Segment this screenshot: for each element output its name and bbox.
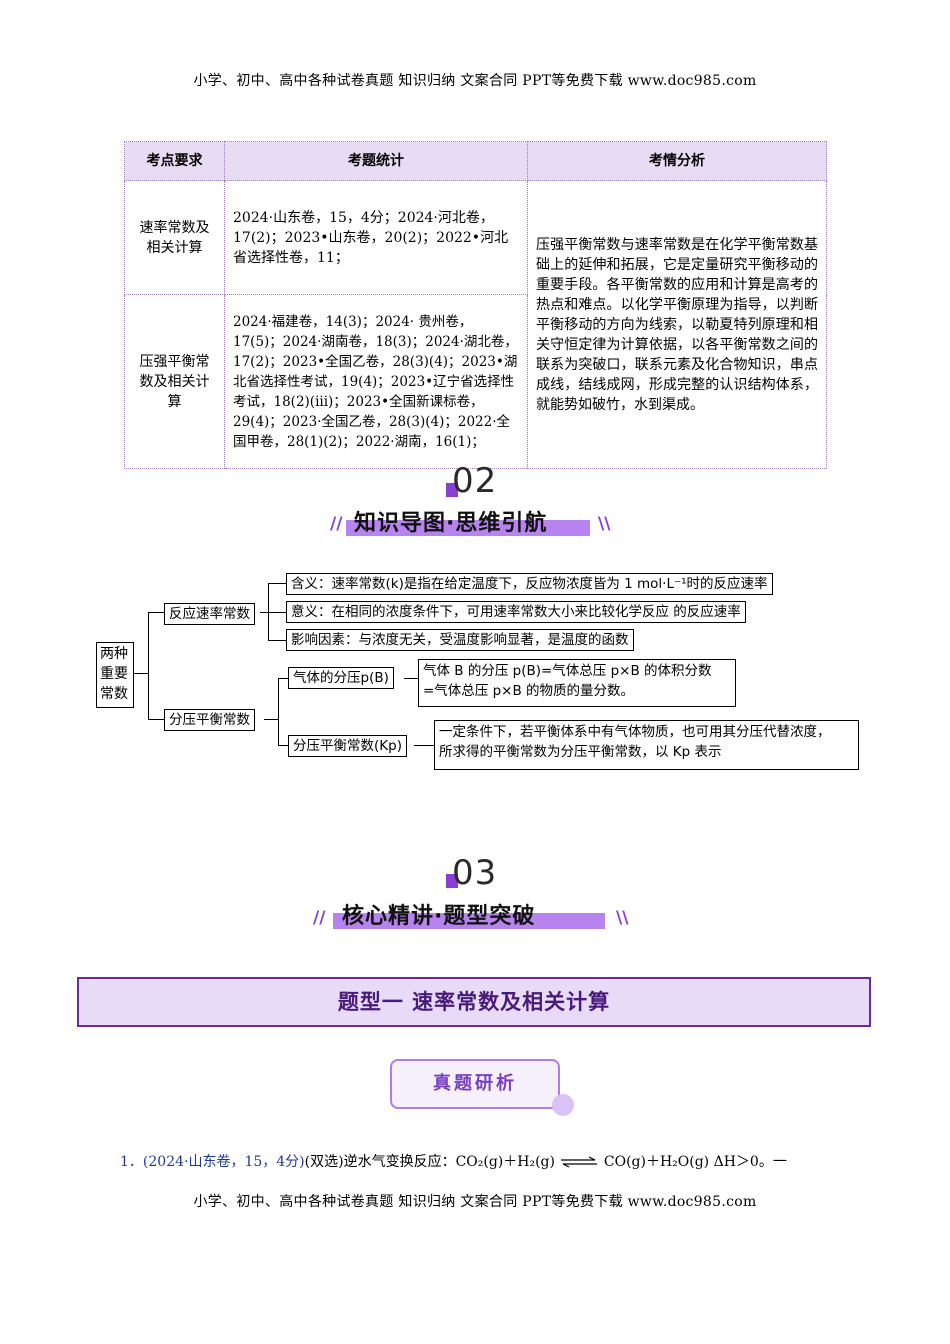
question-source: (2024·山东卷，15，4分)	[142, 1154, 305, 1170]
question-1: 1．(2024·山东卷，15，4分)(双选)逆水气变换反应：CO₂(g)＋H₂(…	[120, 1151, 787, 1171]
question-text-continued: CO(g)＋H₂O(g) ΔH＞0。一	[599, 1154, 787, 1170]
mindmap-item-factors: 影响因素：与浓度无关，受温度影响显著，是温度的函数	[286, 629, 634, 651]
connector	[268, 640, 286, 641]
connector	[414, 745, 434, 746]
connector	[278, 745, 288, 746]
connector	[268, 583, 286, 584]
mindmap-branch-partial-pressure-constant: 分压平衡常数	[164, 709, 255, 731]
table-header: 考情分析	[527, 141, 827, 181]
topic-cell: 压强平衡常数及相关计算	[124, 294, 225, 469]
mindmap-partial-pressure-desc: 气体 B 的分压 p(B)=气体总压 p×B 的体积分数 =气体总压 p×B 的…	[418, 659, 736, 707]
mindmap-kp-desc: 一定条件下，若平衡体系中有气体物质，也可用其分压代替浓度， 所求得的平衡常数为分…	[434, 720, 859, 770]
stats-cell: 2024·福建卷，14(3)；2024· 贵州卷，17(5)；2024·湖南卷，…	[224, 294, 528, 469]
mindmap-root: 两种重要常数	[96, 642, 134, 708]
desc-line: 一定条件下，若平衡体系中有气体物质，也可用其分压代替浓度，	[439, 724, 831, 740]
mindmap-item-kp: 分压平衡常数(Kp)	[288, 735, 407, 757]
mindmap-branch-rate-constant: 反应速率常数	[164, 603, 255, 625]
connector	[268, 612, 286, 613]
table-header-row: 考点要求 考题统计 考情分析	[124, 141, 827, 181]
connector	[148, 612, 149, 720]
connector	[134, 673, 148, 674]
connector	[264, 719, 278, 720]
section-number-accent	[446, 874, 458, 888]
mindmap-item-meaning: 含义：速率常数(k)是指在给定温度下，反应物浓度皆为 1 mol·L⁻¹时的反应…	[286, 573, 773, 595]
badge-decoration-circle	[552, 1094, 574, 1116]
desc-line: 气体 B 的分压 p(B)=气体总压 p×B 的体积分数	[423, 663, 712, 679]
question-type-banner: 题型一 速率常数及相关计算	[77, 977, 871, 1027]
page-header: 小学、初中、高中各种试卷真题 知识归纳 文案合同 PPT等免费下载 www.do…	[193, 73, 757, 89]
table-row: 速率常数及相关计算 2024·山东卷，15，4分；2024·河北卷，17(2)；…	[124, 180, 827, 469]
stats-cell: 2024·山东卷，15，4分；2024·河北卷，17(2)；2023•山东卷，2…	[224, 180, 528, 295]
equilibrium-arrow-icon	[561, 1156, 598, 1168]
slash-decoration: //	[330, 514, 343, 534]
connector	[148, 719, 164, 720]
slash-decoration: \\	[616, 908, 629, 928]
page-footer: 小学、初中、高中各种试卷真题 知识归纳 文案合同 PPT等免费下载 www.do…	[193, 1194, 757, 1210]
connector	[260, 612, 268, 613]
section-number: 02	[452, 461, 498, 501]
slash-decoration: //	[313, 908, 326, 928]
question-text: (双选)逆水气变换反应：CO₂(g)＋H₂(g)	[304, 1154, 560, 1170]
table-header: 考点要求	[124, 141, 225, 181]
exam-analysis-badge: 真题研析	[390, 1059, 560, 1109]
connector	[148, 612, 164, 613]
section-number-accent	[446, 483, 458, 497]
connector	[404, 678, 418, 679]
analysis-cell: 压强平衡常数与速率常数是在化学平衡常数基础上的延伸和拓展，它是定量研究平衡移动的…	[527, 180, 827, 469]
table-header: 考题统计	[224, 141, 528, 181]
desc-line: 所求得的平衡常数为分压平衡常数，以 Kp 表示	[439, 744, 722, 760]
topic-cell: 速率常数及相关计算	[124, 180, 225, 295]
exam-analysis-table: 考点要求 考题统计 考情分析 速率常数及相关计算 2024·山东卷，15，4分；…	[124, 141, 827, 469]
section-title-bar	[333, 913, 605, 929]
connector	[278, 678, 279, 746]
section-title-bar	[346, 520, 590, 536]
desc-line: =气体总压 p×B 的物质的量分数。	[423, 683, 635, 699]
section-number: 03	[452, 853, 498, 893]
section-title: 核心精讲·题型突破	[342, 904, 536, 929]
slash-decoration: \\	[598, 514, 611, 534]
table-row: 压强平衡常数及相关计算 2024·福建卷，14(3)；2024· 贵州卷，17(…	[124, 294, 827, 469]
connector	[278, 678, 288, 679]
mindmap-item-significance: 意义：在相同的浓度条件下，可用速率常数大小来比较化学反应 的反应速率	[286, 601, 746, 623]
mindmap-item-partial-pressure: 气体的分压p(B)	[288, 667, 394, 689]
question-number: 1．	[120, 1154, 143, 1170]
section-title: 知识导图·思维引航	[354, 511, 548, 536]
